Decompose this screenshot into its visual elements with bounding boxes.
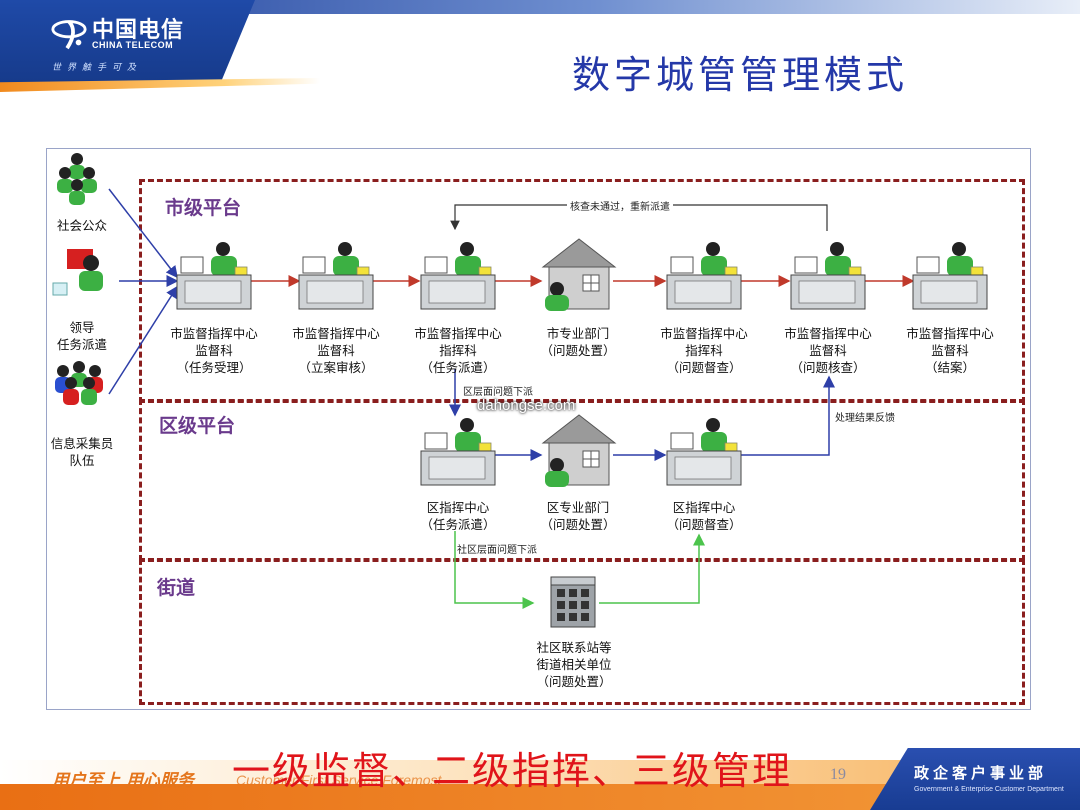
department-panel [870,748,1080,810]
node-district-department: 区专业部门 （问题处置） [540,500,616,532]
node-city-dispatch: 市监督指挥中心 指挥科 （任务派遣） [414,326,502,375]
actor-line-public [108,188,178,279]
department-house-icon [542,414,616,488]
node-street-community: 社区联系站等 街道相关单位 （问题处置） [536,640,612,689]
node-city-verify: 市监督指挥中心 监督科 （问题核查） [784,326,872,375]
node-district-supervise: 区指挥中心 （问题督查） [666,500,742,532]
page-number: 19 [830,766,846,783]
node-city-department: 市专业部门 （问题处置） [540,326,616,358]
feedback-line [737,375,835,456]
collector-team-icon [55,361,103,405]
desk-station-icon [420,417,496,486]
label-to-district: 区层面问题下派 [463,387,533,398]
station-icons [176,238,988,628]
zone-label-district: 区级平台 [159,415,236,437]
desk-station-icon [912,241,988,310]
public-crowd-icon [57,153,97,205]
department-name-english: Government & Enterprise Customer Departm… [914,786,1064,793]
label-feedback: 处理结果反馈 [835,413,895,424]
actor-line-collector [108,285,178,395]
zone-label-street: 街道 [157,577,196,599]
desk-station-icon [176,241,252,310]
node-city-review: 市监督指挥中心 监督科 （立案审核） [292,326,380,375]
footer-slogan-english: Customer First Service Foremost [236,772,442,788]
desk-station-icon [420,241,496,310]
node-city-supervise: 市监督指挥中心 指挥科 （问题督查） [660,326,748,375]
label-recheck: 核查未通过，重新派遣 [567,198,673,213]
logo-text: 中国电信 [92,18,185,43]
logo-panel [0,0,255,86]
zone-label-city: 市级平台 [165,197,242,219]
server-building-icon [550,576,596,628]
zone-street [139,559,1025,705]
community-return-line [599,533,705,604]
desk-station-icon [666,241,742,310]
summary-headline: 一级监督、二级指挥、三级管理 [232,749,793,793]
china-telecom-logo-icon [51,20,87,50]
leader-icon [52,249,103,296]
connector-lines [52,153,915,609]
node-city-accept: 市监督指挥中心 监督科 （任务受理） [170,326,258,375]
page-title: 数字城管管理模式 [571,53,908,97]
header-band [0,0,1080,14]
watermark: dahongse.com [477,397,576,414]
desk-station-icon [666,417,742,486]
actor-label-leader: 领导 任务派遣 [56,320,107,352]
logo-english-text: CHINA TELECOM [92,40,174,50]
label-to-community: 社区层面问题下派 [457,545,537,556]
department-house-icon [542,238,616,312]
actor-label-public: 社会公众 [56,218,107,233]
desk-station-icon [298,241,374,310]
actor-label-collector: 信息采集员 队伍 [50,436,114,468]
logo-slogan: 世界触手可及 [52,63,143,73]
footer-slogan: 用户至上 用心服务 [52,771,194,791]
desk-station-icon [790,241,866,310]
node-city-close: 市监督指挥中心 监督科 （结案） [906,326,994,375]
to-community-line [454,531,535,609]
workflow-diagram: 市级平台 区级平台 街道 [46,148,1031,710]
department-name: 政企客户事业部 [914,764,1048,782]
node-district-dispatch: 区指挥中心 （任务派遣） [420,500,496,532]
